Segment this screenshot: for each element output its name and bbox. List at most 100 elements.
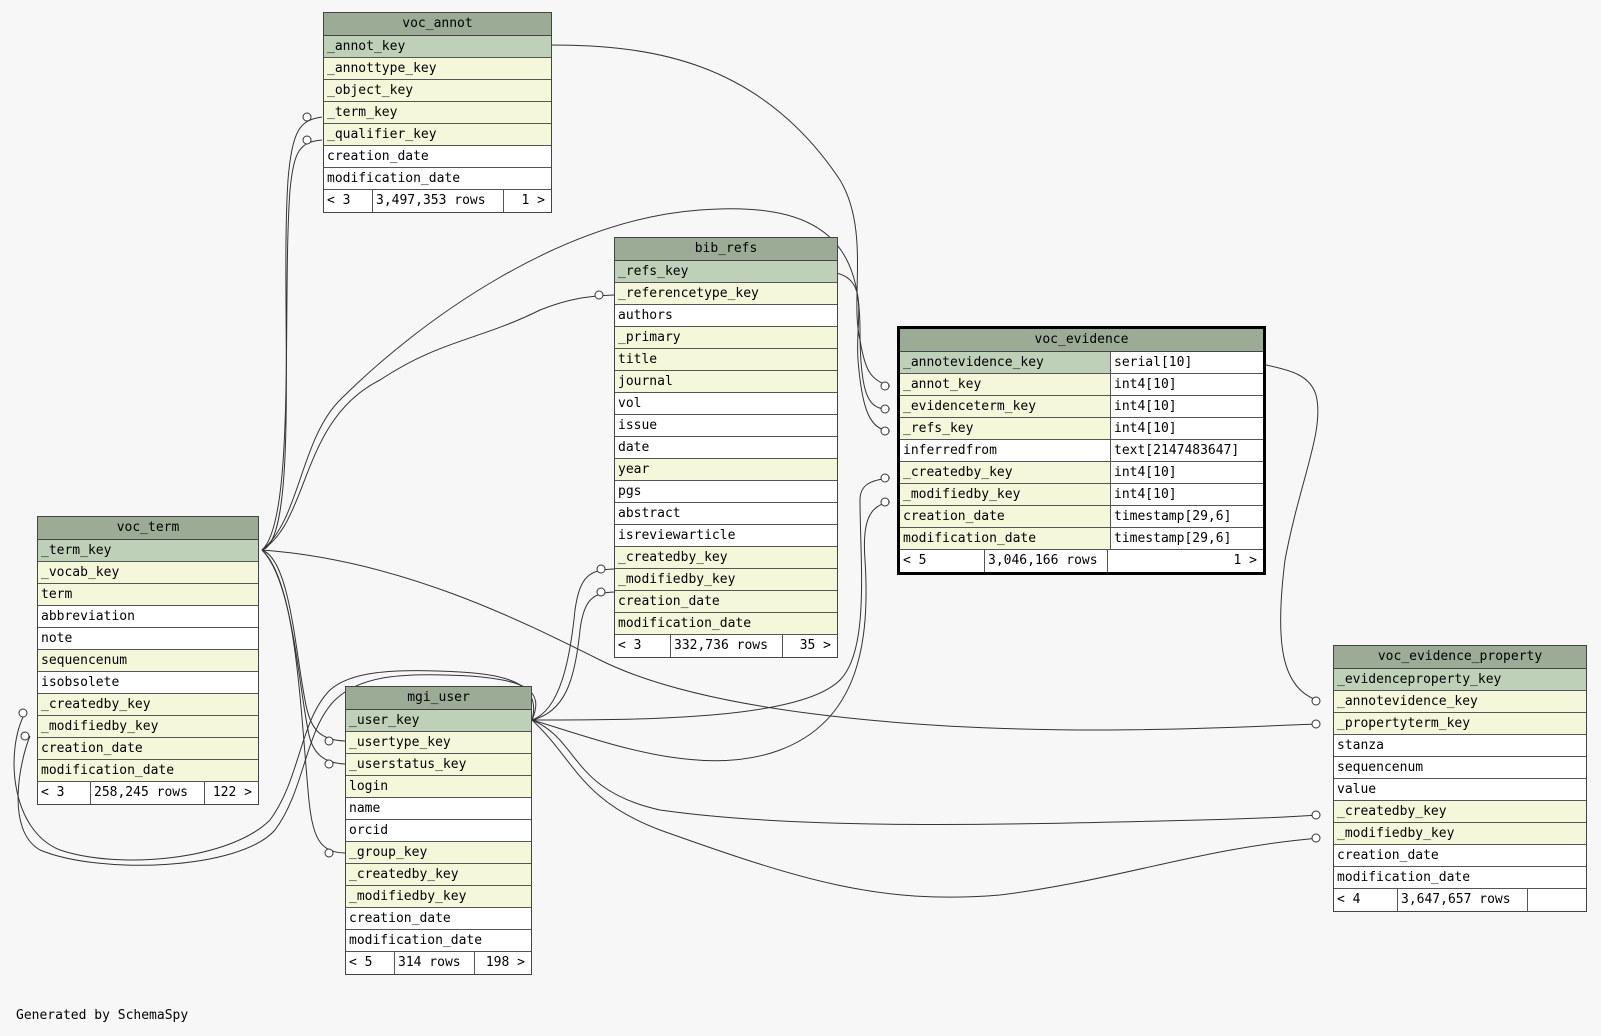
row-count: 332,736 rows	[670, 635, 782, 657]
child-count[interactable]: 1 >	[1107, 550, 1263, 572]
column-name: modification_date	[1337, 870, 1471, 885]
table-title[interactable]: voc_annot	[324, 13, 551, 36]
column-type: int4[10]	[1110, 396, 1263, 417]
table-footer: < 5 314 rows 198 >	[346, 952, 531, 974]
column-type: int4[10]	[1110, 374, 1263, 395]
column-name: name	[349, 801, 381, 816]
column-name: date	[618, 440, 650, 455]
link-term-annot-term	[261, 116, 323, 551]
parent-count[interactable]: < 5	[349, 955, 373, 970]
link-user-evidence-created	[531, 477, 891, 721]
column-row: orcid	[346, 820, 531, 842]
row-count: 3,647,657 rows	[1397, 889, 1527, 911]
column-name: creation_date	[618, 594, 720, 609]
column-row: _primary	[615, 327, 837, 349]
column-row: _object_key	[324, 80, 551, 102]
table-bib-refs[interactable]: bib_refs _refs_key _referencetype_key au…	[614, 237, 838, 658]
parent-count[interactable]: < 4	[1337, 892, 1361, 907]
column-name: _term_key	[327, 105, 398, 120]
column-row: _term_key	[324, 102, 551, 124]
column-name: creation_date	[349, 911, 451, 926]
table-footer: < 5 3,046,166 rows 1 >	[900, 550, 1263, 572]
table-voc-term[interactable]: voc_term _term_key _vocab_key term abbre…	[37, 516, 259, 805]
column-name: creation_date	[41, 741, 143, 756]
table-footer: < 3 3,497,353 rows 1 >	[324, 190, 551, 212]
column-row: authors	[615, 305, 837, 327]
column-type: int4[10]	[1110, 484, 1263, 505]
column-name: _evidenceproperty_key	[1337, 672, 1502, 687]
column-name: vol	[618, 396, 642, 411]
table-footer: < 3 258,245 rows 122 >	[38, 782, 258, 804]
column-name: _modifiedby_key	[618, 572, 736, 587]
column-name: _userstatus_key	[349, 757, 467, 772]
child-count[interactable]: 122 >	[204, 782, 258, 804]
column-name: _vocab_key	[41, 565, 120, 580]
table-voc-evidence-property[interactable]: voc_evidence_property _evidenceproperty_…	[1333, 645, 1587, 912]
link-user-evidence-modified	[531, 501, 891, 762]
child-count[interactable]: 198 >	[474, 952, 531, 974]
column-row: _userstatus_key	[346, 754, 531, 776]
column-row: modification_date	[615, 613, 837, 635]
parent-count[interactable]: < 5	[903, 553, 927, 568]
column-row: _annotevidence_key	[1334, 691, 1586, 713]
column-row: pgs	[615, 481, 837, 503]
column-row: _annot_key	[324, 36, 551, 58]
column-row: note	[38, 628, 258, 650]
link-user-refs-created	[531, 568, 615, 721]
column-name: login	[349, 779, 389, 794]
column-name: _createdby_key	[618, 550, 728, 565]
column-row: stanza	[1334, 735, 1586, 757]
column-row: value	[1334, 779, 1586, 801]
column-name: _modifiedby_key	[903, 487, 1021, 502]
column-name: _evidenceterm_key	[903, 399, 1037, 414]
column-row: creation_date	[615, 591, 837, 613]
column-name: _propertyterm_key	[1337, 716, 1471, 731]
column-name: sequencenum	[1337, 760, 1424, 775]
column-name: isreviewarticle	[618, 528, 736, 543]
column-row: date	[615, 437, 837, 459]
table-voc-annot[interactable]: voc_annot _annot_key _annottype_key _obj…	[323, 12, 552, 213]
column-name: _modifiedby_key	[41, 719, 159, 734]
column-row: sequencenum	[1334, 757, 1586, 779]
column-row: _qualifier_key	[324, 124, 551, 146]
column-row: modification_date	[1334, 867, 1586, 889]
table-title[interactable]: voc_term	[38, 517, 258, 540]
column-row: creation_date	[346, 908, 531, 930]
column-row: abbreviation	[38, 606, 258, 628]
column-name: _primary	[618, 330, 681, 345]
column-name: _referencetype_key	[618, 286, 759, 301]
parent-count[interactable]: < 3	[327, 193, 351, 208]
column-name: stanza	[1337, 738, 1384, 753]
link-term-annot-qualifier	[261, 139, 323, 551]
column-row: name	[346, 798, 531, 820]
column-type: int4[10]	[1110, 462, 1263, 483]
table-title[interactable]: mgi_user	[346, 687, 531, 710]
table-title[interactable]: bib_refs	[615, 238, 837, 261]
column-row: _refs_key	[615, 261, 837, 283]
column-row: _user_key	[346, 710, 531, 732]
parent-count[interactable]: < 3	[41, 785, 65, 800]
column-name: _usertype_key	[349, 735, 451, 750]
table-footer: < 4 3,647,657 rows	[1334, 889, 1586, 911]
table-title[interactable]: voc_evidence	[900, 329, 1263, 352]
child-count[interactable]	[1527, 889, 1586, 911]
table-title[interactable]: voc_evidence_property	[1334, 646, 1586, 669]
row-count: 3,046,166 rows	[984, 550, 1107, 572]
parent-count[interactable]: < 3	[618, 638, 642, 653]
column-name: _createdby_key	[1337, 804, 1447, 819]
table-mgi-user[interactable]: mgi_user _user_key _usertype_key _userst…	[345, 686, 532, 975]
child-count[interactable]: 35 >	[782, 635, 837, 657]
column-name: journal	[618, 374, 673, 389]
generated-by-credit: Generated by SchemaSpy	[16, 1008, 189, 1023]
column-name: year	[618, 462, 650, 477]
column-name: isobsolete	[41, 675, 120, 690]
column-name: _annotevidence_key	[903, 355, 1044, 370]
column-row: _modifiedby_key	[346, 886, 531, 908]
column-row: _evidenceterm_key int4[10]	[900, 396, 1263, 418]
child-count[interactable]: 1 >	[503, 190, 551, 212]
column-row: abstract	[615, 503, 837, 525]
